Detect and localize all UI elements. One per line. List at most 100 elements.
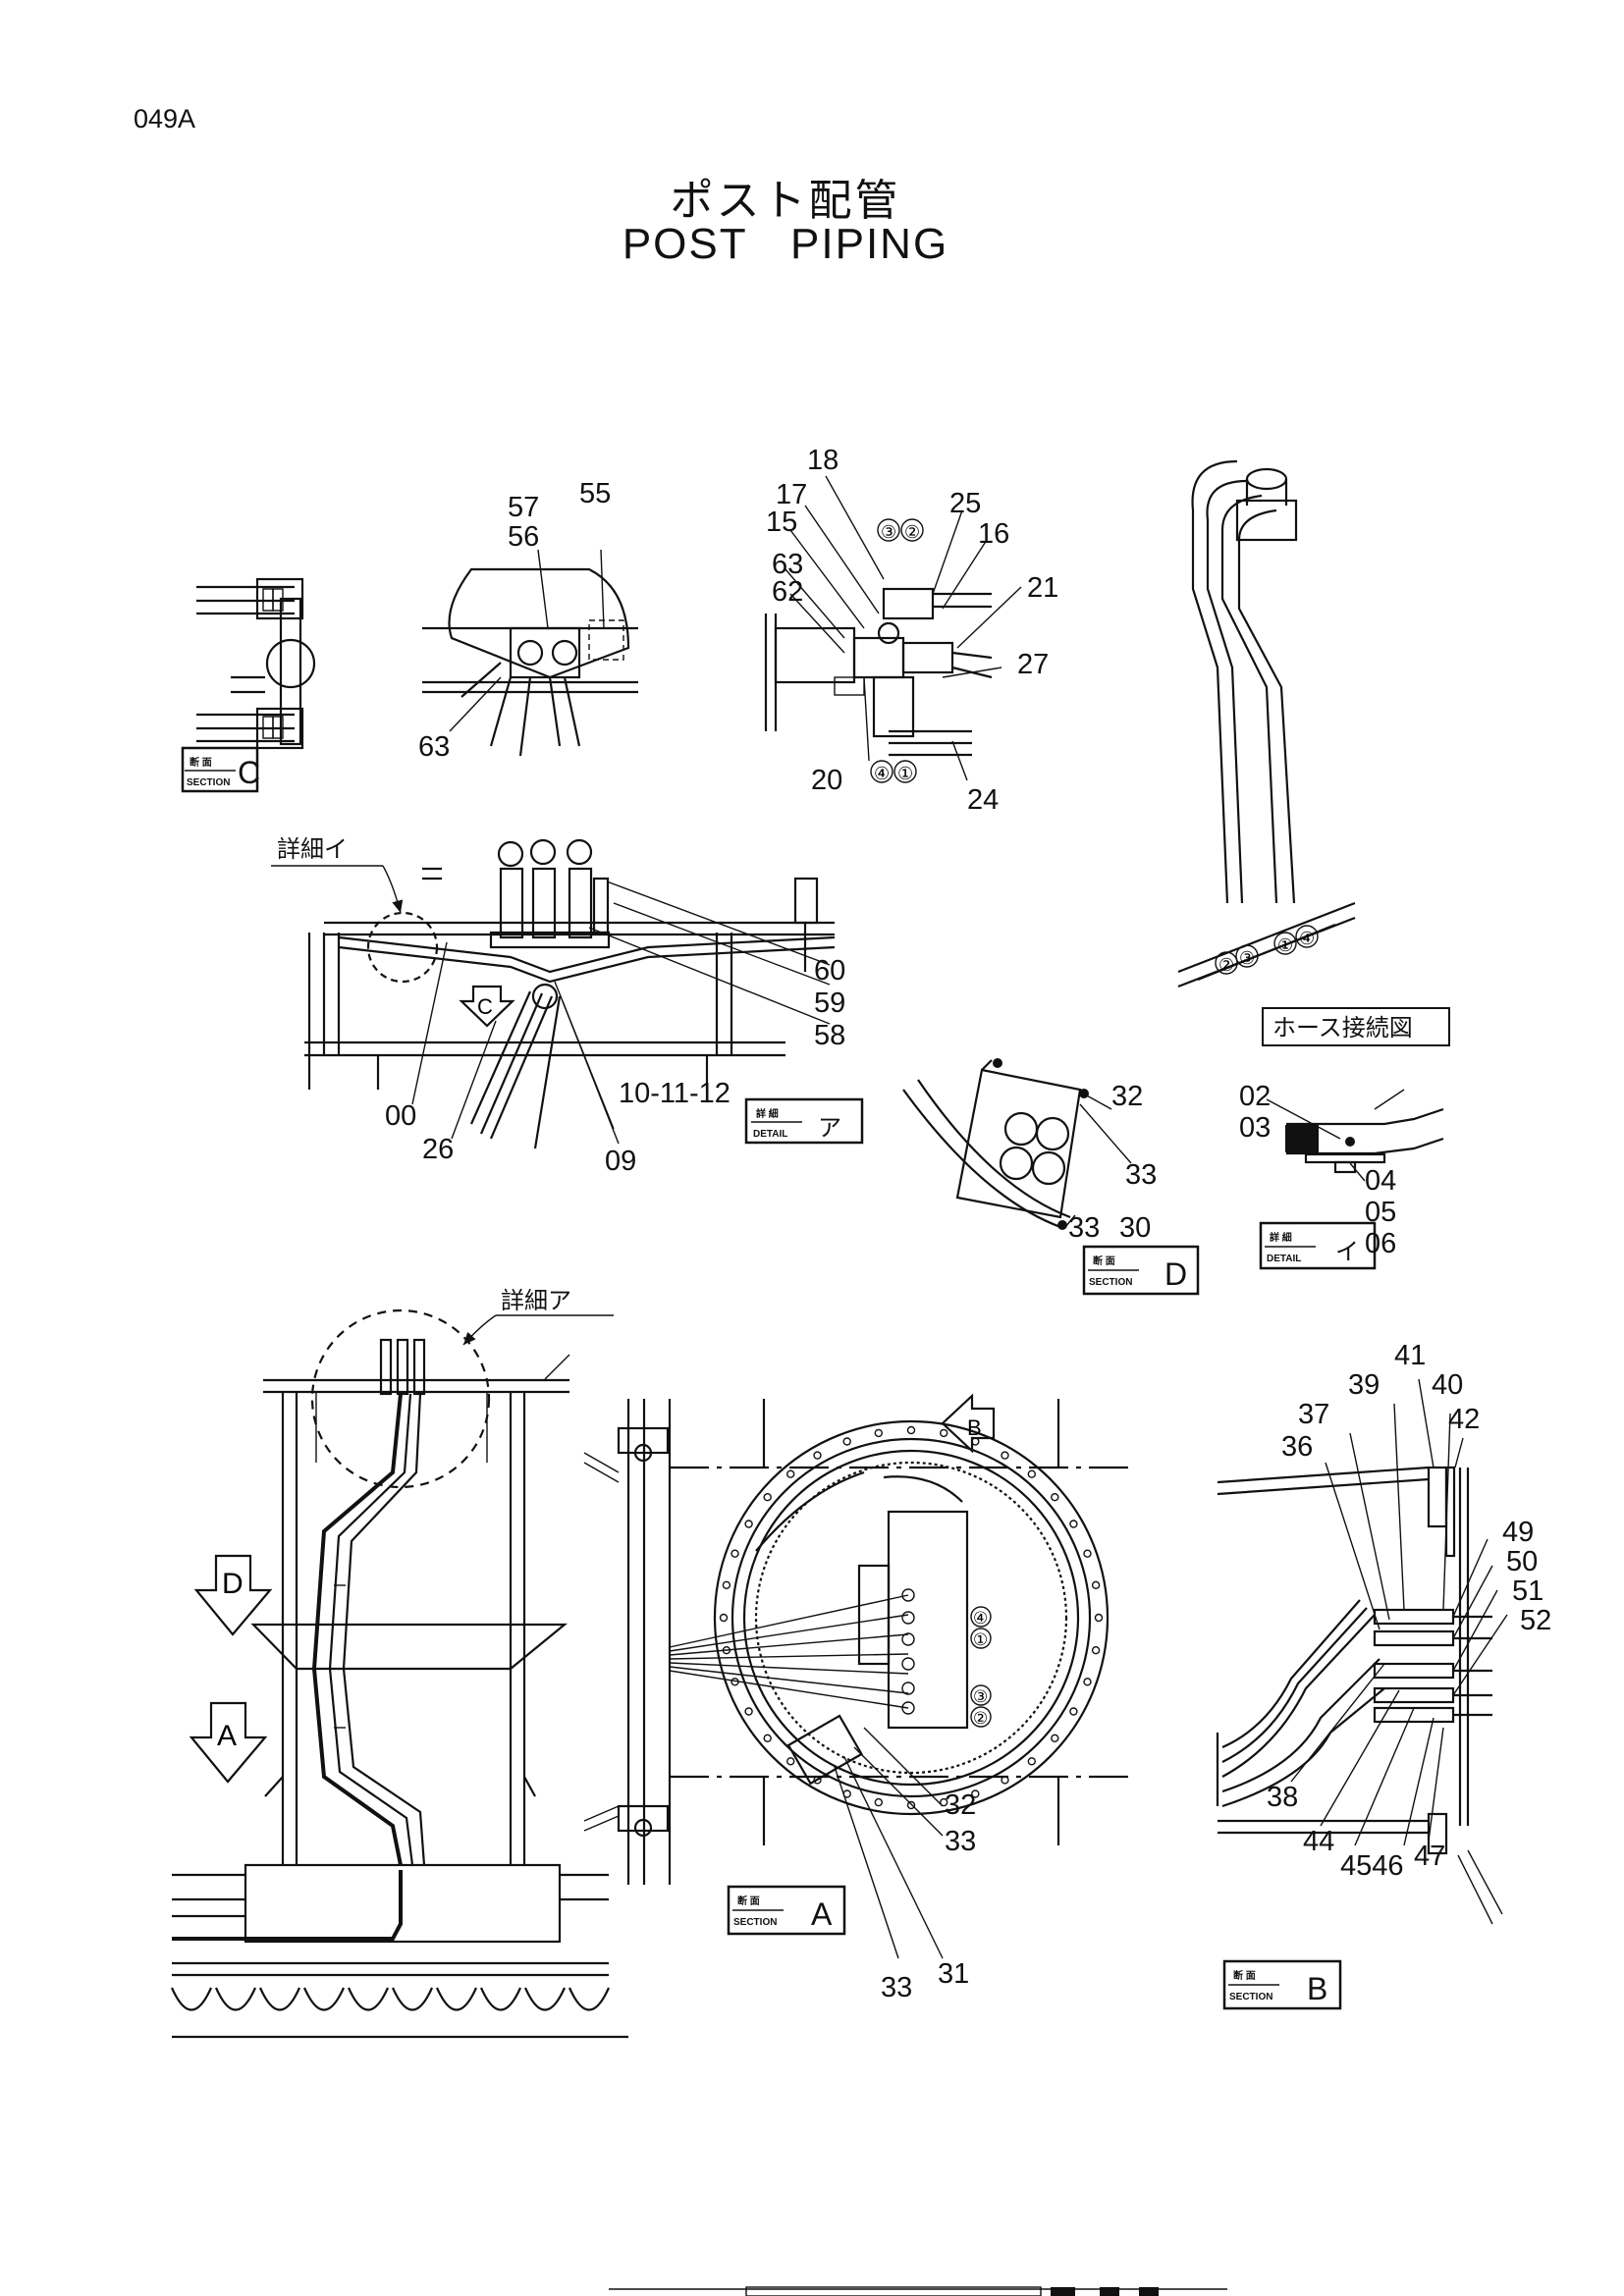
svg-text:59: 59 xyxy=(814,988,845,1019)
bolt-hole xyxy=(1051,1734,1059,1743)
svg-text:C: C xyxy=(477,994,493,1019)
svg-text:33: 33 xyxy=(1125,1159,1157,1191)
bolt-hole xyxy=(940,1428,948,1438)
svg-text:17: 17 xyxy=(776,479,807,510)
svg-text:02: 02 xyxy=(1239,1081,1271,1112)
bolt-hole xyxy=(1069,1520,1078,1528)
svg-text:06: 06 xyxy=(1365,1228,1396,1259)
hose-port-markers: ② ③ ① ④ xyxy=(1215,925,1319,975)
page-code: 049A xyxy=(134,104,196,133)
svg-text:SECTION: SECTION xyxy=(1089,1277,1132,1288)
svg-text:SECTION: SECTION xyxy=(1229,1992,1272,2002)
svg-text:16: 16 xyxy=(978,518,1009,550)
svg-text:断 面: 断 面 xyxy=(1233,1969,1256,1982)
section-b-view xyxy=(1216,1466,1503,1925)
svg-text:④: ④ xyxy=(1299,929,1315,948)
svg-text:58: 58 xyxy=(814,1020,845,1051)
svg-text:断 面: 断 面 xyxy=(737,1895,760,1907)
svg-text:09: 09 xyxy=(605,1146,636,1177)
svg-text:32: 32 xyxy=(1111,1081,1143,1112)
svg-text:詳細イ: 詳細イ xyxy=(277,835,348,863)
bolt-hole xyxy=(874,1797,883,1807)
detail-a-reference: 詳細ア xyxy=(462,1287,614,1346)
detail-a-label-box: 詳 細 DETAIL ア xyxy=(744,1097,864,1145)
svg-text:63: 63 xyxy=(772,549,803,580)
svg-text:50: 50 xyxy=(1506,1546,1538,1577)
page-title: POST PIPING xyxy=(622,220,949,268)
bolt-hole xyxy=(744,1520,753,1528)
svg-text:①: ① xyxy=(973,1630,988,1649)
svg-text:詳 細: 詳 細 xyxy=(1270,1231,1292,1244)
svg-text:44: 44 xyxy=(1303,1826,1334,1857)
svg-text:24: 24 xyxy=(967,784,999,816)
bolt-hole xyxy=(786,1469,795,1478)
hose-fittings xyxy=(1373,1608,1492,1724)
bolt-hole xyxy=(722,1580,731,1590)
hose-connection-note: ホース接続図 xyxy=(1262,1007,1450,1046)
svg-text:42: 42 xyxy=(1448,1404,1480,1435)
svg-text:40: 40 xyxy=(1432,1369,1463,1401)
svg-text:51: 51 xyxy=(1512,1575,1543,1607)
svg-text:③: ③ xyxy=(973,1687,988,1706)
svg-text:②: ② xyxy=(1218,955,1234,975)
valve-view xyxy=(764,587,993,757)
svg-text:③: ③ xyxy=(881,522,896,542)
section-c-label-en: SECTION xyxy=(187,777,230,788)
svg-text:25: 25 xyxy=(949,488,981,519)
svg-text:詳 細: 詳 細 xyxy=(756,1107,779,1120)
svg-text:27: 27 xyxy=(1017,649,1049,680)
svg-text:18: 18 xyxy=(807,445,839,476)
bolt-hole xyxy=(1027,1469,1037,1478)
bolt-hole xyxy=(1051,1492,1059,1502)
hose-fittings xyxy=(262,588,284,739)
svg-text:52: 52 xyxy=(1520,1605,1551,1636)
detail-a-view xyxy=(304,838,836,1149)
svg-text:②: ② xyxy=(973,1709,988,1728)
svg-text:15: 15 xyxy=(766,507,797,538)
svg-text:④: ④ xyxy=(874,764,890,783)
leader-lines xyxy=(411,475,1508,1959)
svg-text:D: D xyxy=(1164,1256,1187,1292)
svg-text:④: ④ xyxy=(973,1609,988,1628)
svg-text:20: 20 xyxy=(811,765,842,796)
section-c-letter: C xyxy=(238,755,260,790)
section-c-view xyxy=(196,577,316,750)
bolt-holes xyxy=(719,1425,1104,1810)
detail-i-label-box: 詳 細 DETAIL イ xyxy=(1259,1221,1377,1270)
svg-text:①: ① xyxy=(897,764,913,783)
page-title-japanese: ポスト配管 xyxy=(670,176,901,226)
svg-text:断 面: 断 面 xyxy=(1093,1255,1115,1267)
callout-numbers: 57 56 55 63 18 17 15 63 62 25 16 21 27 2… xyxy=(385,445,1551,2003)
arrow-b: B xyxy=(941,1393,996,1454)
svg-text:②: ② xyxy=(904,522,920,542)
detail-i-reference: 詳細イ xyxy=(271,835,404,914)
svg-text:49: 49 xyxy=(1502,1517,1534,1548)
svg-text:B: B xyxy=(1307,1971,1327,2006)
title-block-edge xyxy=(609,2286,1227,2296)
svg-text:DETAIL: DETAIL xyxy=(1267,1254,1301,1264)
svg-text:37: 37 xyxy=(1298,1399,1329,1430)
svg-text:ホース接続図: ホース接続図 xyxy=(1272,1014,1413,1041)
svg-text:DETAIL: DETAIL xyxy=(753,1129,787,1140)
arrow-a: A xyxy=(189,1701,268,1784)
svg-text:03: 03 xyxy=(1239,1112,1271,1144)
svg-text:32: 32 xyxy=(945,1789,976,1821)
svg-text:47: 47 xyxy=(1414,1841,1445,1872)
bolt-hole xyxy=(1083,1678,1092,1686)
bolt-hole xyxy=(842,1437,851,1446)
bolt-hole xyxy=(940,1797,948,1807)
svg-text:D: D xyxy=(222,1568,244,1600)
svg-text:詳細ア: 詳細ア xyxy=(501,1287,571,1314)
svg-text:A: A xyxy=(811,1896,833,1932)
bolt-hole xyxy=(813,1451,822,1460)
hose-fittings xyxy=(489,838,611,949)
bolt-hole xyxy=(719,1613,729,1623)
bolt-hole xyxy=(1091,1580,1101,1590)
svg-text:イ: イ xyxy=(1335,1238,1359,1265)
svg-text:A: A xyxy=(217,1720,237,1752)
bolt-hole xyxy=(1091,1645,1101,1655)
svg-text:62: 62 xyxy=(772,576,803,608)
svg-text:63: 63 xyxy=(418,731,450,763)
bolt-hole xyxy=(1027,1757,1037,1766)
